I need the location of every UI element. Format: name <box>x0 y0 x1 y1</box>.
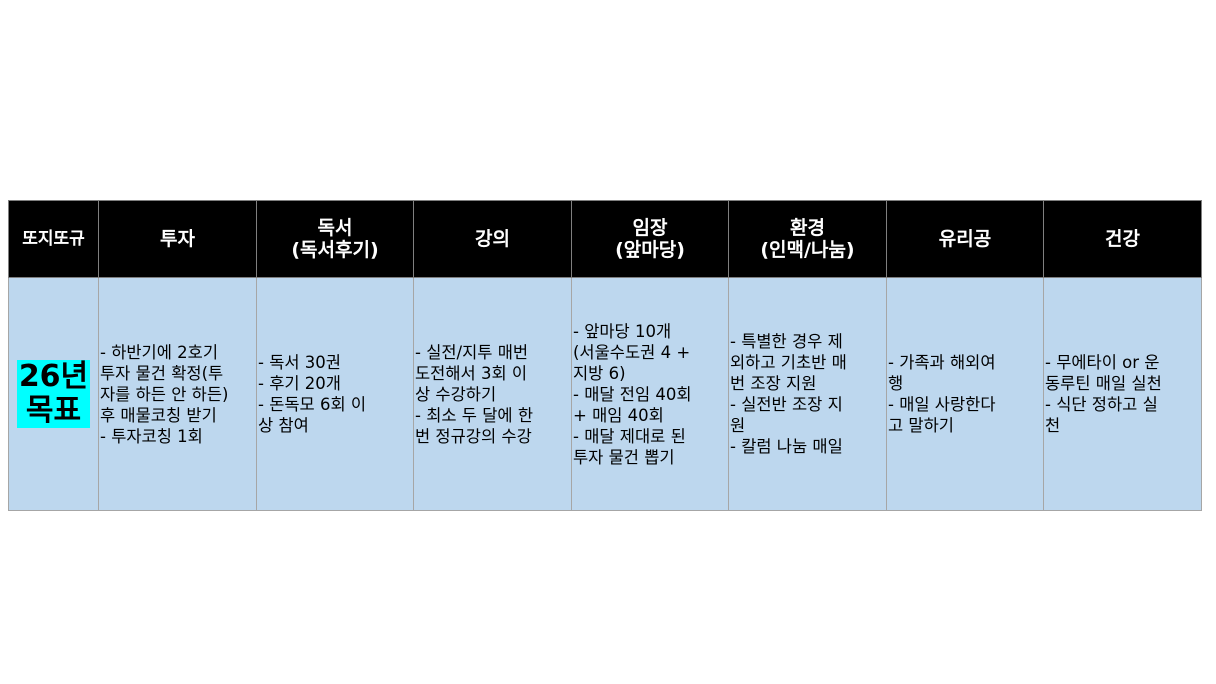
header-cell-lecture: 강의 <box>413 200 572 278</box>
header-cell-site-visit: 임장 (앞마당) <box>571 200 729 278</box>
goals-row: 26년 목표 - 하반기에 2호기 투자 물건 확정(투 자를 하든 안 하든)… <box>8 277 1202 511</box>
header-cell-health: 건강 <box>1043 200 1202 278</box>
goals-table: 또지또규 투자 독서 (독서후기) 강의 임장 (앞마당) 환경 (인맥/나눔)… <box>8 200 1202 511</box>
header-cell-family: 유리공 <box>886 200 1044 278</box>
cell-family: - 가족과 해외여 행 - 매일 사랑한다 고 말하기 <box>886 277 1044 511</box>
header-cell-environment: 환경 (인맥/나눔) <box>728 200 887 278</box>
header-cell-name: 또지또규 <box>8 200 99 278</box>
header-cell-investment: 투자 <box>98 200 257 278</box>
header-cell-reading: 독서 (독서후기) <box>256 200 414 278</box>
cell-health: - 무에타이 or 운 동루틴 매일 실천 - 식단 정하고 실 천 <box>1043 277 1202 511</box>
row-label-cell: 26년 목표 <box>8 277 99 511</box>
cell-lecture: - 실전/지투 매번 도전해서 3회 이 상 수강하기 - 최소 두 달에 한 … <box>413 277 572 511</box>
cell-reading: - 독서 30권 - 후기 20개 - 돈독모 6회 이 상 참여 <box>256 277 414 511</box>
cell-investment: - 하반기에 2호기 투자 물건 확정(투 자를 하든 안 하든) 후 매물코칭… <box>98 277 257 511</box>
header-row: 또지또규 투자 독서 (독서후기) 강의 임장 (앞마당) 환경 (인맥/나눔)… <box>8 200 1202 278</box>
cell-site-visit: - 앞마당 10개 (서울수도권 4 + 지방 6) - 매달 전임 40회 +… <box>571 277 729 511</box>
cell-environment: - 특별한 경우 제 외하고 기초반 매 번 조장 지원 - 실전반 조장 지 … <box>728 277 887 511</box>
row-label: 26년 목표 <box>16 359 91 428</box>
